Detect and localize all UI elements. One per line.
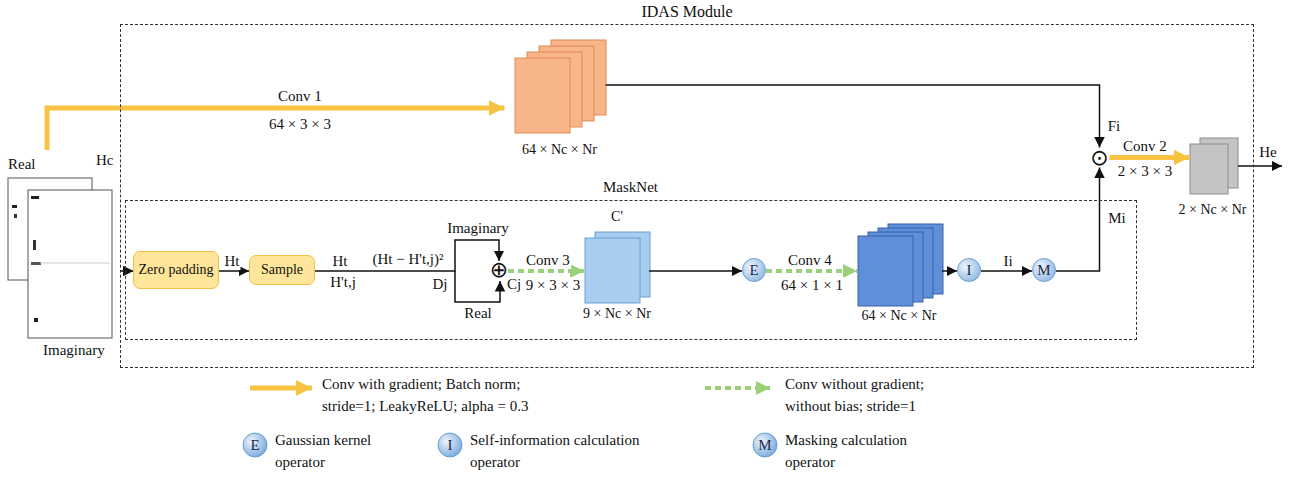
feature-stack	[515, 40, 606, 133]
edge-label: Conv 1	[277, 88, 323, 105]
output-arrow	[1238, 165, 1282, 167]
annotation: 9 × 3 × 3	[525, 277, 581, 294]
process-box: Zero padding	[133, 251, 218, 289]
annotation: H't,j	[329, 274, 357, 291]
speck	[31, 262, 41, 265]
flow-arrow	[315, 240, 499, 271]
box-title: IDAS Module	[121, 3, 1253, 21]
output-stack	[1190, 138, 1238, 194]
product-operator: ⊙	[1090, 148, 1110, 168]
legend-symbol-letter: M	[757, 437, 772, 454]
flow-arrow	[942, 270, 957, 272]
output-stack: 2 × Nc × Nr	[1178, 136, 1248, 218]
legend-sample-circle	[243, 433, 267, 457]
annotation: 64 × 1 × 1	[780, 277, 844, 294]
operator-circle: M	[1032, 258, 1056, 282]
legend-sample-circle	[753, 433, 777, 457]
node-text: C'	[611, 209, 623, 224]
node-text: E	[749, 263, 758, 278]
speck	[34, 318, 38, 322]
feature-stack	[858, 224, 943, 306]
box-title: MaskNet	[126, 179, 1136, 196]
feature-stack	[585, 232, 650, 303]
legend-sample-line	[705, 386, 770, 390]
legend-text: Gaussian kernel operator	[275, 430, 400, 474]
node-text: 2 × Nc × Nr	[1179, 202, 1247, 217]
node-text: M	[1037, 263, 1050, 278]
legend-text: Masking calculation operator	[785, 430, 935, 474]
speck	[14, 214, 17, 218]
node-text: Zero padding	[138, 262, 213, 277]
masknet-box: MaskNetZero paddingSample⊕C'9 × Nc × NrE…	[125, 200, 1137, 340]
legend-sample-circle	[438, 433, 462, 457]
annotation: Dj	[432, 276, 449, 293]
edge-label: Conv 4	[787, 252, 833, 269]
node-text: I	[967, 263, 972, 278]
fixed-conv-arrow	[508, 269, 584, 273]
input-tensor: Hc RealImaginary	[3, 150, 120, 365]
edge-label: Conv 2	[1122, 138, 1168, 155]
node-text: Imaginary	[43, 342, 105, 359]
node-text: Sample	[261, 262, 303, 277]
flow-arrow	[1056, 168, 1100, 272]
flow-arrow	[120, 270, 133, 272]
imaginary-channel	[28, 190, 112, 338]
edge-label: Fi	[1107, 118, 1122, 135]
legend-symbol-letter: I	[447, 437, 454, 454]
operator-circle: I	[957, 258, 981, 282]
legend-sample-line	[250, 386, 312, 391]
operator-symbol: ⊙	[1090, 147, 1108, 169]
edge-label: Mi	[1107, 210, 1127, 227]
conv-arrow	[47, 108, 505, 150]
fixed-conv-arrow	[766, 269, 857, 273]
feature-stack: 64 × Nc × Nr	[505, 40, 615, 158]
flow-arrow	[606, 85, 1100, 148]
input-image	[8, 178, 112, 338]
feature-map	[515, 58, 570, 133]
annotation: (Ht − H't,j)²	[371, 251, 444, 268]
flow-arrow	[981, 270, 1032, 272]
speck	[12, 205, 17, 208]
node-text: 9 × Nc × Nr	[583, 306, 651, 321]
annotation: He	[1258, 144, 1278, 161]
feature-stack: C' 9 × Nc × Nr	[577, 209, 657, 321]
annotation: Ht	[332, 253, 349, 270]
node-text: 64 × Nc × Nr	[862, 308, 937, 323]
feature-map	[1190, 144, 1228, 194]
flow-arrow	[219, 270, 249, 272]
legend-text: Conv without gradient; without bias; str…	[785, 374, 963, 418]
legend-symbol-letter: E	[249, 437, 260, 454]
edge-label: Conv 3	[525, 252, 571, 269]
legend-text: Conv with gradient; Batch norm; stride=1…	[322, 374, 554, 418]
feature-stack: 64 × Nc × Nr	[849, 221, 949, 323]
legend-text: Self-information calculation operator	[470, 430, 675, 474]
annotation: 64 × 3 × 3	[268, 116, 332, 133]
process-box: Sample	[249, 255, 315, 285]
feature-map	[585, 238, 640, 303]
module-box: IDAS Module64 × Nc × NrMaskNetZero paddi…	[120, 24, 1254, 368]
node-text: 64 × Nc × Nr	[522, 142, 597, 157]
speck	[31, 196, 39, 199]
annotation: 2 × 3 × 3	[1117, 163, 1173, 180]
node-text: Real	[8, 156, 36, 173]
annotation: Cj	[506, 276, 522, 293]
conv-arrow	[1110, 155, 1190, 160]
speck	[40, 263, 110, 264]
node-text: Hc	[96, 152, 114, 169]
flow-arrow	[649, 270, 742, 272]
speck	[33, 240, 36, 250]
feature-map	[858, 236, 913, 306]
annotation: Imaginary	[446, 220, 510, 237]
operator-circle: E	[742, 258, 766, 282]
edge-label: Ht	[224, 253, 241, 270]
annotation: Real	[463, 305, 493, 322]
edge-label: Ii	[1002, 253, 1013, 270]
